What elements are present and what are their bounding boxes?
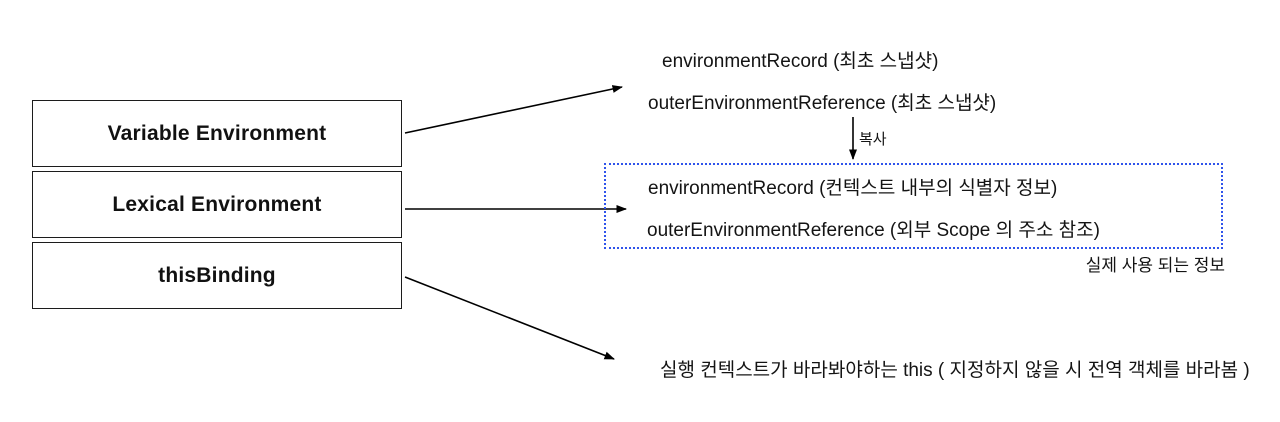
this-binding-label: thisBinding [158, 263, 276, 287]
copy-arrow-label: 복사 [859, 131, 887, 148]
dotted-box-caption: 실제 사용 되는 정보 [1085, 256, 1225, 275]
this-binding-description-text: 실행 컨텍스트가 바라봐야하는 this ( 지정하지 않을 시 전역 객체를 … [660, 360, 1250, 381]
this-binding-box: thisBinding [32, 242, 402, 309]
lexical-environment-label: Lexical Environment [112, 192, 322, 216]
environment-record-snapshot-text: environmentRecord (최초 스냅샷) [662, 51, 939, 72]
arrow-variable-to-snapshot [404, 85, 623, 134]
arrow-thisbinding-to-description [404, 276, 615, 360]
outer-environment-reference-snapshot-text: outerEnvironmentReference (최초 스냅샷) [648, 93, 997, 114]
variable-environment-box: Variable Environment [32, 100, 402, 167]
lexical-environment-box: Lexical Environment [32, 171, 402, 238]
variable-environment-label: Variable Environment [107, 121, 327, 145]
environment-record-context-text: environmentRecord (컨텍스트 내부의 식별자 정보) [648, 178, 1058, 199]
outer-environment-reference-context-text: outerEnvironmentReference (외부 Scope 의 주소… [647, 220, 1100, 241]
active-environment-dotted-box [604, 163, 1223, 249]
